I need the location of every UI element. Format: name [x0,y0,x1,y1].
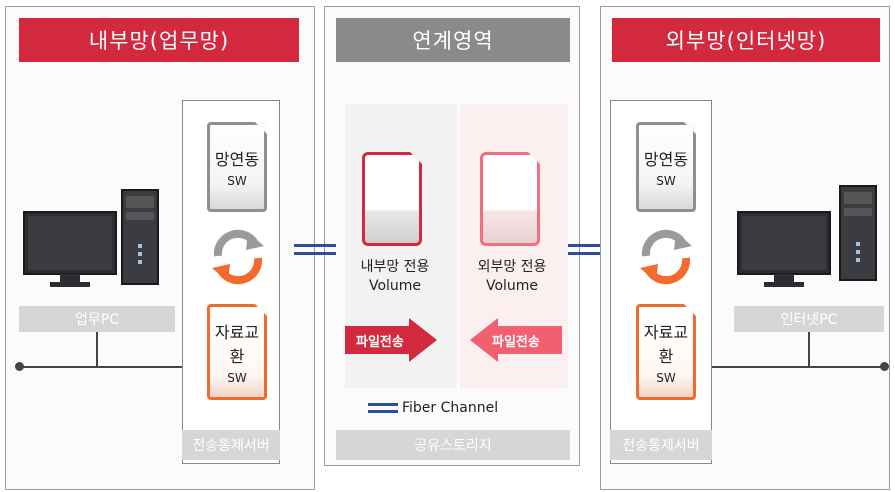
external-pc-drop-line [808,332,810,367]
external-pc-label: 인터넷PC [734,306,884,332]
external-server-label: 전송통제서버 [610,430,712,460]
card-subtitle: SW [656,174,676,188]
internal-server-label: 전송통제서버 [182,430,280,460]
sync-arrows-icon [640,229,692,285]
card-title: 자료교환 [643,323,689,366]
external-network-title: 외부망(인터넷망) [612,18,880,62]
fiber-link-right [568,244,610,255]
internal-network-title: 내부망(업무망) [19,18,299,62]
internal-volume-icon [362,152,422,246]
shared-storage-label: 공유스토리지 [336,430,570,460]
card-title: 자료교환 [214,323,260,366]
file-transfer-label-left: 파일전송 [356,335,404,350]
external-exchange-sw-card: 자료교환 SW [636,304,696,400]
internal-exchange-sw-card: 자료교환 SW [207,304,267,400]
sync-arrows-icon [212,229,264,285]
external-sync-sw-card: 망연동 SW [636,122,696,212]
link-area-title: 연계영역 [336,18,570,62]
external-volume-icon [480,152,540,246]
external-network-line [712,366,886,368]
internal-network-line [18,366,182,368]
fiber-channel-icon [368,403,398,413]
fiber-channel-label: Fiber Channel [402,400,499,416]
external-volume-label: 외부망 전용 Volume [477,259,547,294]
file-transfer-arrow-left [470,318,562,362]
internal-network-node [15,362,24,371]
card-subtitle: SW [656,371,676,385]
fiber-link-left [294,244,336,255]
card-title: 망연동 [643,150,689,169]
card-subtitle: SW [227,174,247,188]
fiber-channel-legend: Fiber Channel [368,400,498,416]
card-subtitle: SW [227,371,247,385]
file-transfer-arrow-right [345,318,437,362]
external-pc-icon [737,185,877,287]
card-title: 망연동 [214,150,260,169]
internal-pc-label: 업무PC [19,306,175,332]
external-network-node [880,362,889,371]
internal-sync-sw-card: 망연동 SW [207,122,267,212]
internal-pc-icon [23,189,159,287]
file-transfer-label-right: 파일전송 [492,335,540,350]
internal-volume-label: 내부망 전용 Volume [360,259,430,294]
internal-pc-drop-line [96,332,98,367]
